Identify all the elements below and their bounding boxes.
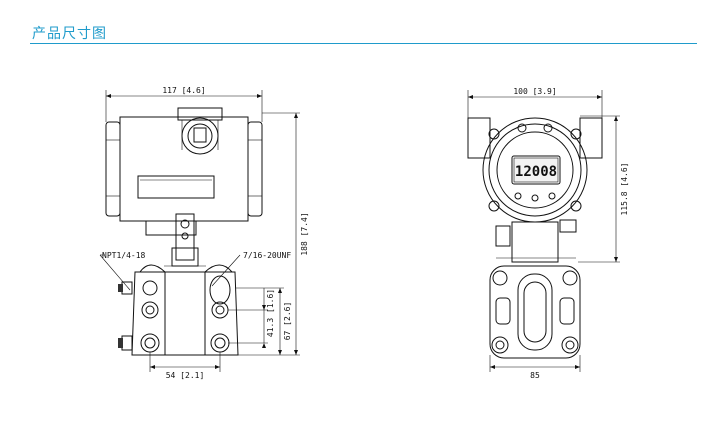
front-height-label: 188 [7.4] (300, 212, 309, 255)
side-height-label: 115.8 [4.6] (620, 163, 629, 216)
side-width-label: 100 [3.9] (513, 87, 556, 96)
front-width-label: 117 [4.6] (162, 86, 205, 95)
side-view: 100 [3.9] 12008 115.8 [4.6] (467, 87, 629, 380)
page-title: 产品尺寸图 (32, 26, 107, 42)
bolt-spacing-label: 41.3 [1.6] (266, 289, 275, 337)
flange-height-label: 67 [2.6] (283, 302, 292, 341)
front-bottom-width-label: 54 [2.1] (166, 371, 205, 380)
npt-label: NPT1/4-18 (102, 251, 146, 260)
side-bottom-width-label: 85 (530, 371, 540, 380)
front-view: 117 [4.6] (99, 86, 309, 380)
thread-label: 7/16-20UNF (243, 251, 291, 260)
title-underline (30, 43, 697, 44)
display-readout: 12008 (515, 164, 557, 180)
